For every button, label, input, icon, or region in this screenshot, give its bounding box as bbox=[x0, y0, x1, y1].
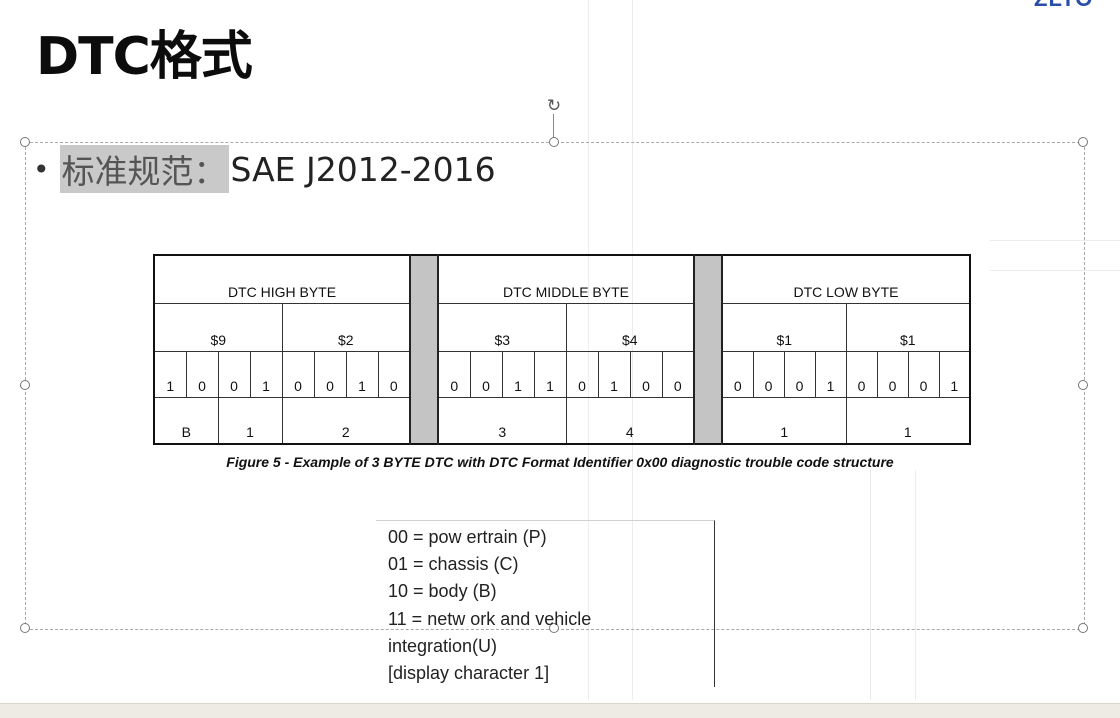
legend-line: [display character 1] bbox=[388, 663, 550, 683]
bullet-item[interactable]: • 标准规范： SAE J2012-2016 bbox=[33, 145, 496, 193]
bit-cell: 0 bbox=[629, 351, 663, 398]
figure-caption-text: Figure 5 - Example of 3 BYTE DTC with DT… bbox=[226, 454, 894, 470]
bit-cell: 0 bbox=[721, 351, 754, 398]
bit-cell: 1 bbox=[501, 351, 535, 398]
slide-title[interactable]: DTC格式 bbox=[36, 27, 253, 87]
bullet-label-highlighted: 标准规范： bbox=[59, 145, 229, 193]
bit-cell: 1 bbox=[938, 351, 971, 398]
bit-cell: 1 bbox=[153, 351, 187, 398]
resize-handle-top-left[interactable] bbox=[20, 137, 30, 147]
background-line bbox=[915, 470, 916, 700]
resize-handle-bottom-left[interactable] bbox=[20, 623, 30, 633]
resize-handle-bottom-right[interactable] bbox=[1078, 623, 1088, 633]
rotate-handle-stem bbox=[553, 114, 554, 142]
figure-caption: Figure 5 - Example of 3 BYTE DTC with DT… bbox=[0, 454, 1120, 470]
display-character: 2 bbox=[281, 397, 411, 445]
hex-nibble: $1 bbox=[845, 303, 971, 352]
background-line bbox=[990, 240, 1120, 241]
dtc-structure-table: DTC HIGH BYTE DTC MIDDLE BYTE DTC LOW BY… bbox=[153, 254, 971, 445]
bit-cell: 0 bbox=[437, 351, 471, 398]
bit-cell: 0 bbox=[661, 351, 695, 398]
display-character-legend: 00 = pow ertrain (P) 01 = chassis (C) 10… bbox=[376, 520, 715, 687]
legend-line: 01 = chassis (C) bbox=[388, 554, 519, 574]
resize-handle-bottom-center[interactable] bbox=[549, 623, 559, 633]
bit-cell: 0 bbox=[185, 351, 219, 398]
display-character: B bbox=[153, 397, 219, 445]
rotate-icon[interactable]: ↻ bbox=[546, 96, 562, 116]
byte-header: DTC HIGH BYTE bbox=[153, 254, 411, 304]
byte-header: DTC LOW BYTE bbox=[721, 254, 971, 304]
bullet-icon: • bbox=[33, 152, 50, 186]
company-logo: ZLTO bbox=[1026, 0, 1120, 8]
legend-line: integration(U) bbox=[388, 636, 498, 656]
bit-cell: 1 bbox=[597, 351, 631, 398]
legend-line: 11 = netw ork and vehicle bbox=[388, 609, 592, 629]
legend-line: 00 = pow ertrain (P) bbox=[388, 527, 547, 547]
resize-handle-middle-left[interactable] bbox=[20, 380, 30, 390]
byte-header: DTC MIDDLE BYTE bbox=[437, 254, 695, 304]
bit-cell: 0 bbox=[565, 351, 599, 398]
background-line bbox=[870, 470, 871, 700]
bit-cell: 1 bbox=[345, 351, 379, 398]
bit-cell: 1 bbox=[814, 351, 847, 398]
display-character: 4 bbox=[565, 397, 695, 445]
display-character: 1 bbox=[721, 397, 847, 445]
byte-separator bbox=[693, 254, 723, 445]
bit-cell: 0 bbox=[845, 351, 878, 398]
bit-cell: 1 bbox=[249, 351, 283, 398]
resize-handle-middle-right[interactable] bbox=[1078, 380, 1088, 390]
hex-nibble: $9 bbox=[153, 303, 283, 352]
resize-handle-top-right[interactable] bbox=[1078, 137, 1088, 147]
byte-separator bbox=[409, 254, 439, 445]
logo-text: ZLTO bbox=[1034, 0, 1093, 8]
legend-line: 10 = body (B) bbox=[388, 581, 497, 601]
bullet-value: SAE J2012-2016 bbox=[230, 149, 496, 189]
bit-cell: 1 bbox=[533, 351, 567, 398]
display-character: 3 bbox=[437, 397, 567, 445]
hex-nibble: $1 bbox=[721, 303, 847, 352]
display-character: 1 bbox=[217, 397, 283, 445]
bit-cell: 0 bbox=[907, 351, 940, 398]
bit-cell: 0 bbox=[217, 351, 251, 398]
resize-handle-top-center[interactable] bbox=[549, 137, 559, 147]
bit-cell: 0 bbox=[752, 351, 785, 398]
status-bar bbox=[0, 703, 1120, 718]
bit-cell: 0 bbox=[313, 351, 347, 398]
background-line bbox=[990, 270, 1120, 271]
bit-cell: 0 bbox=[377, 351, 411, 398]
hex-nibble: $4 bbox=[565, 303, 695, 352]
hex-nibble: $3 bbox=[437, 303, 567, 352]
display-character: 1 bbox=[845, 397, 971, 445]
bit-cell: 0 bbox=[783, 351, 816, 398]
bit-cell: 0 bbox=[876, 351, 909, 398]
bit-cell: 0 bbox=[281, 351, 315, 398]
bit-cell: 0 bbox=[469, 351, 503, 398]
hex-nibble: $2 bbox=[281, 303, 411, 352]
